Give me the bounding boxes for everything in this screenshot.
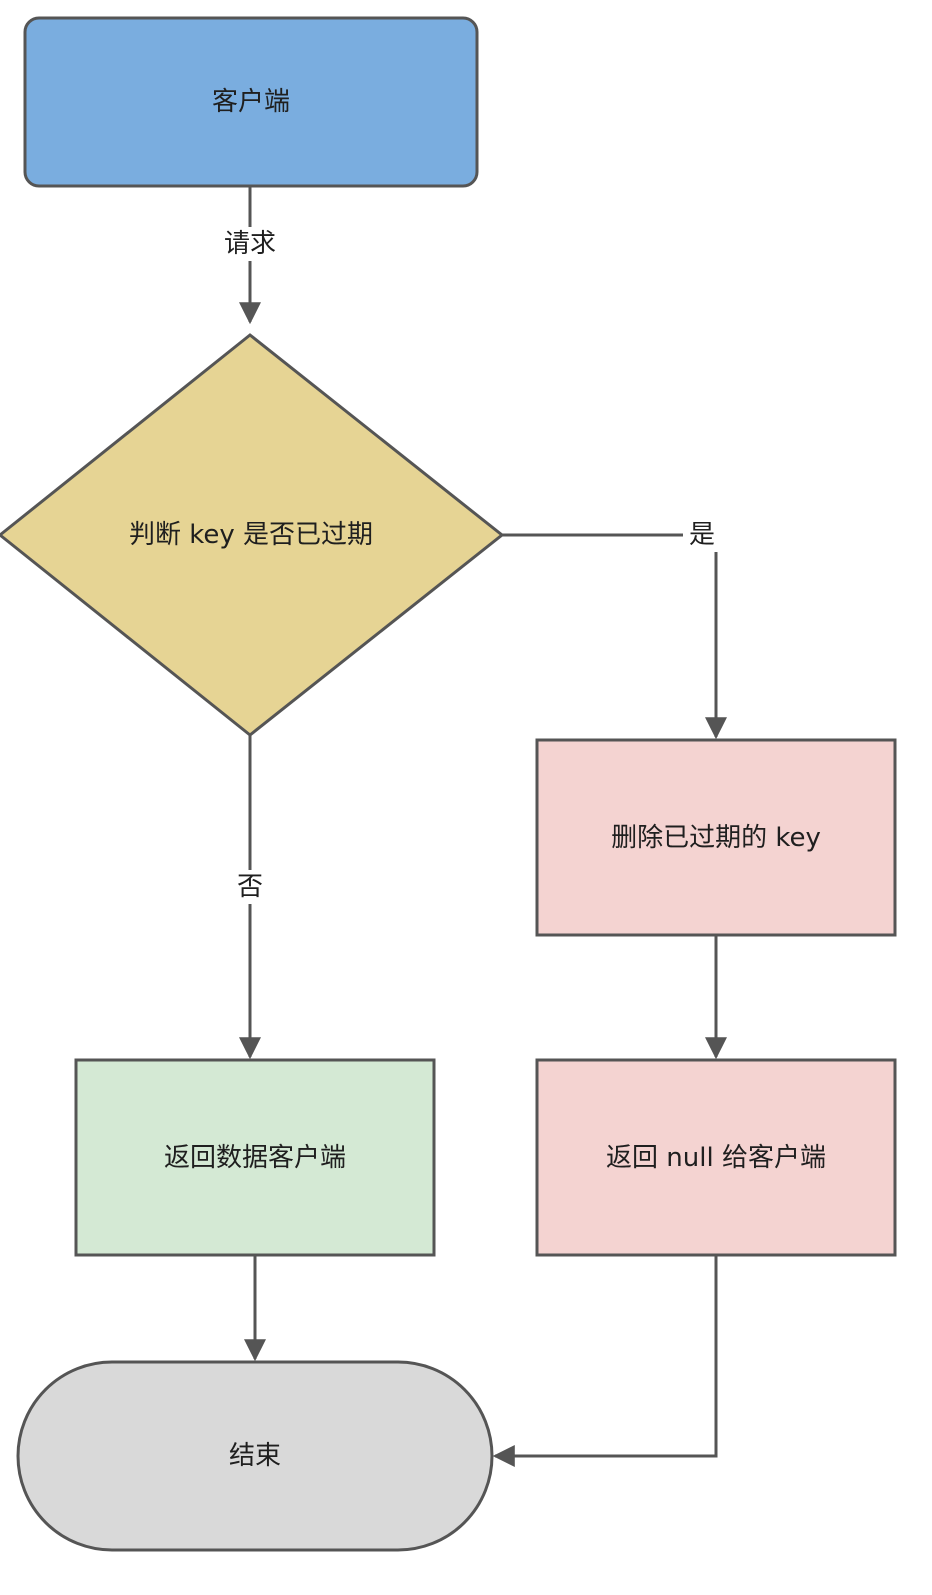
delete-key-node [535,738,897,937]
no-edge-label: 否 [230,870,270,904]
return-null-node [535,1058,897,1257]
return-null-label: 返回 null 给客户端 [606,1143,826,1173]
delete-key-label: 删除已过期的 key [611,823,821,853]
end-label: 结束 [228,1441,282,1471]
request-edge-label: 请求 [217,227,283,261]
null-to-end-edge [492,1255,718,1467]
decision-label: 判断 key 是否已过期 [128,520,374,550]
client-label: 客户端 [211,87,291,117]
end-node [16,1360,494,1552]
yes-edge-label: 是 [682,518,722,552]
return-data-label: 返回数据客户端 [163,1143,347,1173]
yes-edge [502,533,727,740]
